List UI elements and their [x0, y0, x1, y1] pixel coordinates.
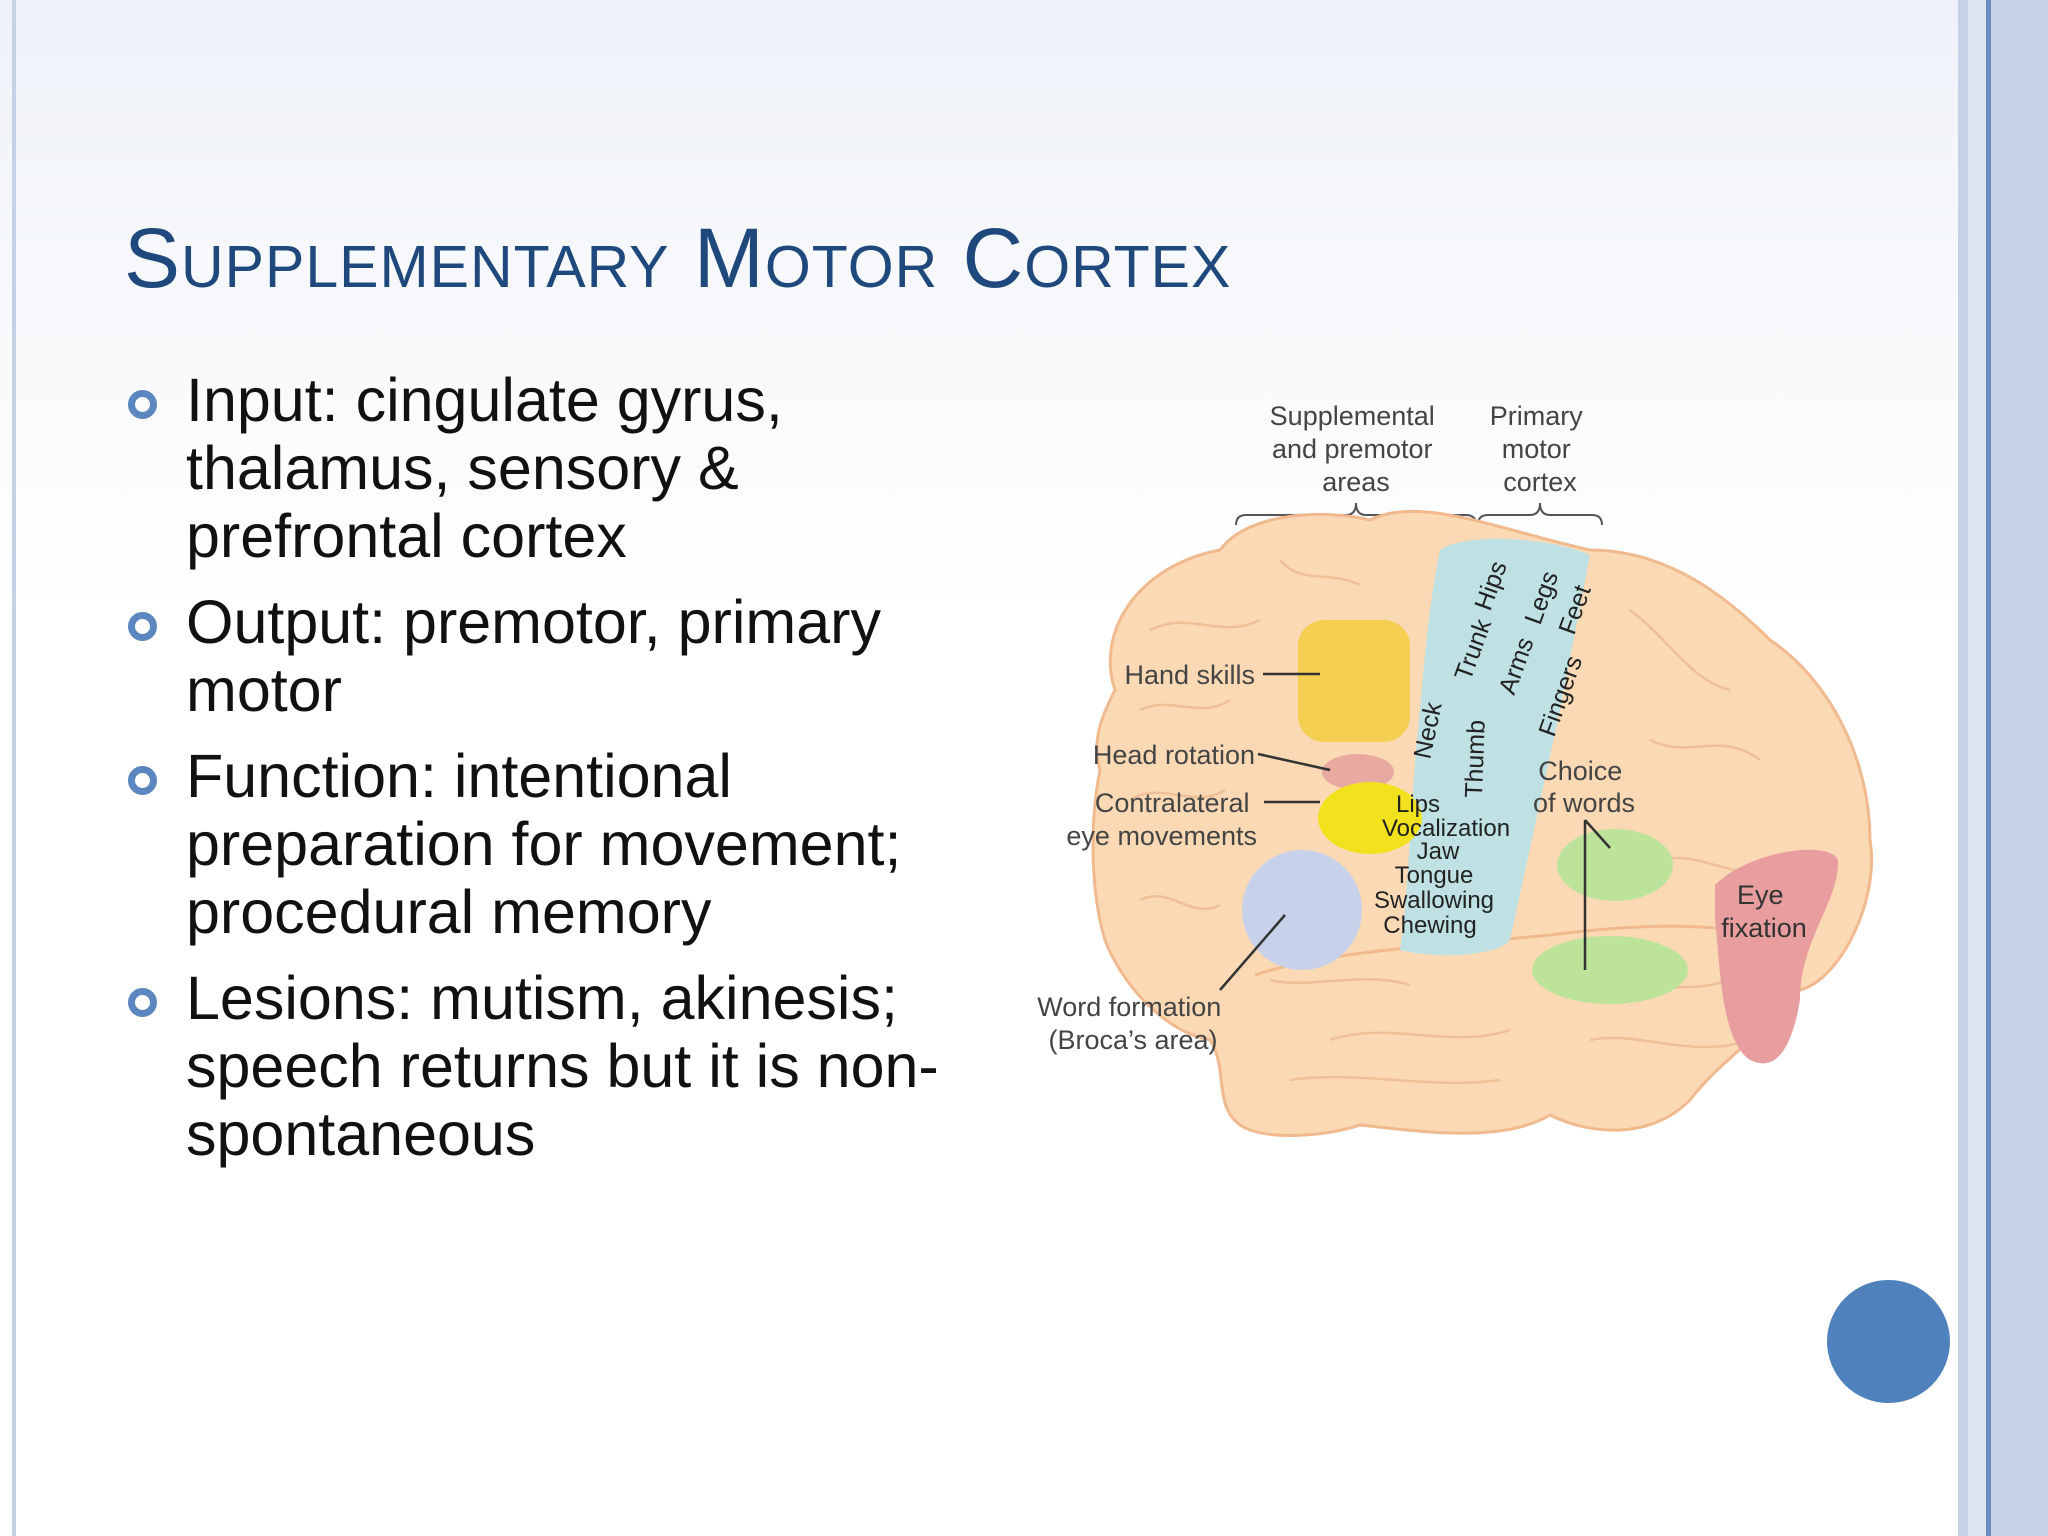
slide-left-rule [12, 0, 16, 1536]
bullet-text: Output: premotor, primary motor [186, 588, 881, 724]
bullet-marker-icon [128, 988, 157, 1017]
bullet-text: Input: cingulate gyrus, thalamus, sensor… [186, 366, 783, 570]
hand-skills-area [1298, 620, 1410, 742]
mouth-label-jaw: Jaw [1417, 838, 1460, 865]
right-rail-dark [1986, 0, 1991, 1536]
leader-lines [1219, 672, 1611, 991]
bullet-marker-icon [128, 390, 157, 419]
bullet-text: Function: intentional preparation for mo… [186, 742, 902, 946]
slide-title: Supplementary Motor Cortex [124, 211, 1232, 305]
mouth-label-swallowing: Swallowing [1374, 887, 1494, 914]
primary-brace [1477, 502, 1603, 526]
supplemental-brace [1235, 502, 1477, 526]
mouth-label-tongue: Tongue [1395, 862, 1474, 889]
bullet-input: Input: cingulate gyrus, thalamus, sensor… [124, 366, 964, 570]
word-formation-label: Word formation (Broca’s area) [1037, 992, 1229, 1055]
decorative-circle [1827, 1280, 1950, 1403]
supplemental-label: Supplemental and premotor areas [1270, 401, 1443, 497]
strip-label-thumb: Thumb [1460, 719, 1491, 798]
eye-fixation-label: Eye fixation [1721, 880, 1807, 943]
motor-strip [1400, 538, 1590, 956]
choice-of-words-label: Choice of words [1533, 756, 1635, 818]
broca-area [1242, 850, 1362, 970]
mouth-labels: Lips Vocalization Jaw Tongue Swallowing … [1374, 791, 1510, 939]
choice-of-words-area-upper [1557, 829, 1673, 901]
bullet-text: Lesions: mutism, akinesis; speech return… [186, 964, 939, 1168]
bullet-function: Function: intentional preparation for mo… [124, 742, 964, 946]
head-rotation-area [1322, 754, 1394, 790]
primary-motor-label: Primary motor cortex [1490, 401, 1591, 497]
eye-fixation-area [1715, 849, 1839, 1064]
brain-diagram: Supplemental and premotor areas Primary … [1030, 380, 1890, 1145]
choice-of-words-area-lower [1532, 936, 1688, 1004]
bullet-lesions: Lesions: mutism, akinesis; speech return… [124, 964, 964, 1168]
right-rail-light [1958, 0, 1968, 1536]
bullet-list: Input: cingulate gyrus, thalamus, sensor… [124, 366, 964, 1186]
right-rail-band [1991, 0, 2048, 1536]
mouth-label-chewing: Chewing [1383, 912, 1476, 939]
mouth-label-lips: Lips [1396, 791, 1440, 818]
bullet-output: Output: premotor, primary motor [124, 588, 964, 724]
right-rail-pale [1968, 0, 1986, 1536]
bullet-marker-icon [128, 766, 157, 795]
eye-movements-area [1318, 782, 1422, 854]
head-rotation-label: Head rotation [1093, 740, 1255, 770]
mouth-label-vocalization: Vocalization [1382, 815, 1510, 842]
brain-diagram-svg: Supplemental and premotor areas Primary … [1037, 401, 1873, 1137]
hand-skills-label: Hand skills [1124, 660, 1255, 690]
contralateral-label: Contralateral eye movements [1066, 788, 1257, 851]
bullet-marker-icon [128, 612, 157, 641]
